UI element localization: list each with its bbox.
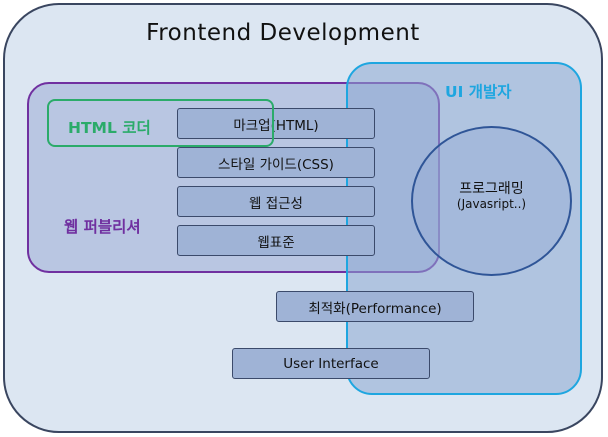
user-interface-box: User Interface [232,348,430,379]
web-publisher-label: 웹 퍼블리셔 [64,218,141,236]
html-coder-label: HTML 코더 [68,119,151,137]
standards-box: 웹표준 [177,225,375,256]
diagram-title: Frontend Development [146,20,420,46]
accessibility-box: 웹 접근성 [177,186,375,217]
style-guide-box: 스타일 가이드(CSS) [177,147,375,178]
performance-box: 최적화(Performance) [276,291,474,322]
html-coder-region [47,99,274,147]
ui-developer-label: UI 개발자 [445,83,512,101]
markup-box: 마크업(HTML) [177,108,375,139]
programming-circle [411,126,572,276]
programming-sub-label: (Javasript..) [456,197,527,211]
programming-label: 프로그래밍 [459,181,524,197]
